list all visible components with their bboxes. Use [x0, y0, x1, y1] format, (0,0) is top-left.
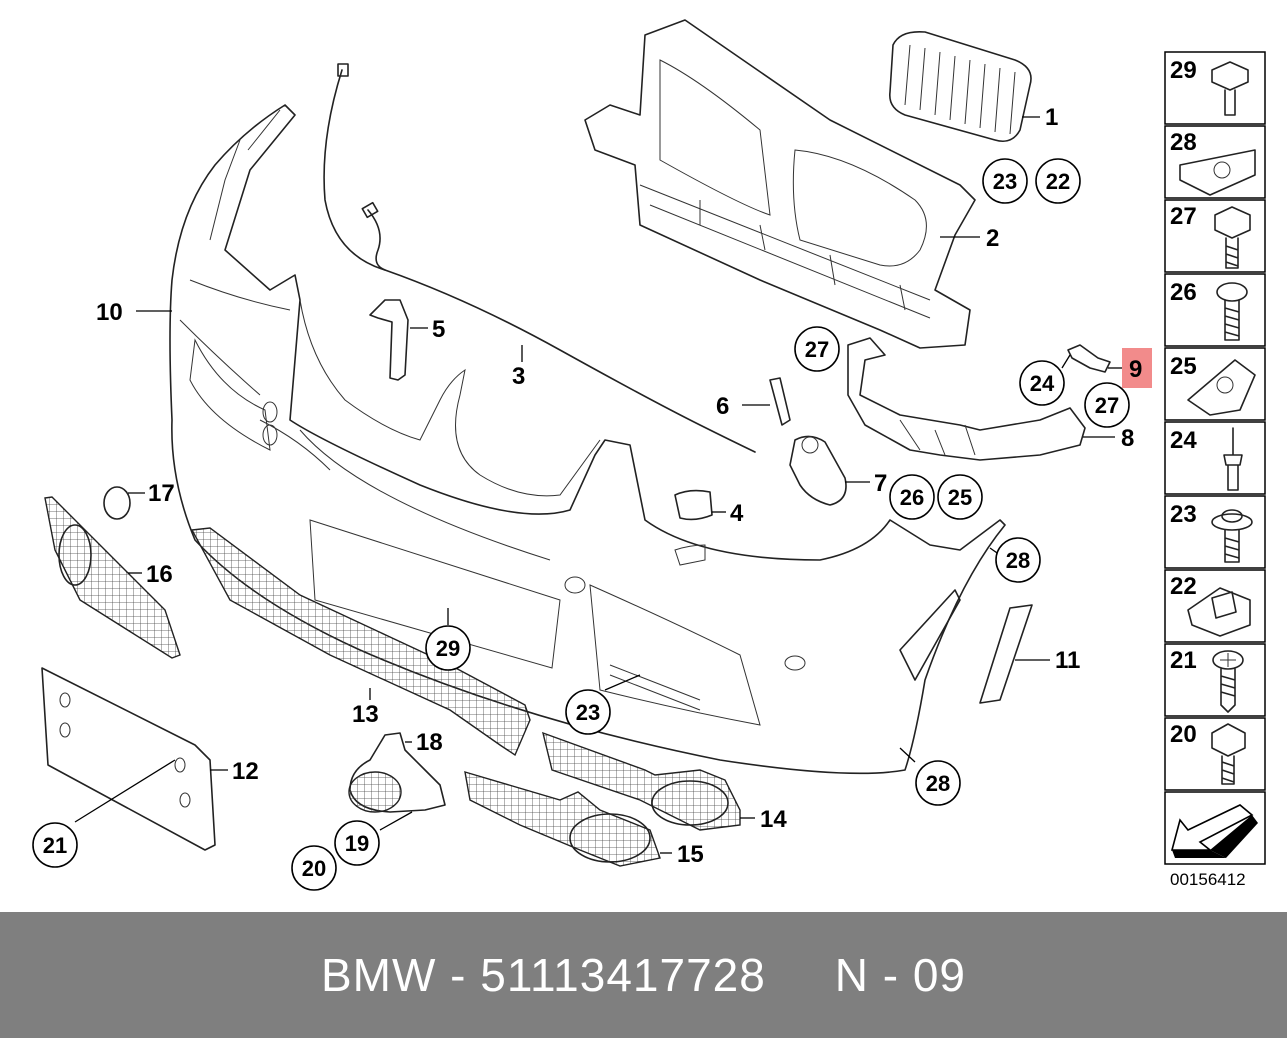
svg-text:26: 26: [900, 485, 924, 510]
fastener-label: 26: [1170, 279, 1197, 306]
hex-screw-icon: [1211, 723, 1246, 785]
part-number-caption: BMW - 51113417728 N - 09: [320, 949, 967, 1001]
fastener-label: 28: [1170, 129, 1197, 156]
fastener-label: 24: [1170, 427, 1197, 454]
circled-callout-29: 29: [425, 625, 471, 671]
circled-callout-22: 22: [1035, 158, 1081, 204]
callout-13: 13: [352, 701, 379, 728]
fastener-label: 20: [1170, 721, 1197, 748]
callout-8: 8: [1121, 425, 1134, 452]
svg-text:21: 21: [43, 833, 67, 858]
callout-18: 18: [416, 729, 443, 756]
callout-9: 9: [1129, 356, 1142, 383]
svg-text:23: 23: [576, 700, 600, 725]
spring-nut-icon: [1187, 359, 1256, 416]
callout-15: 15: [677, 841, 704, 868]
callout-4: 4: [730, 500, 744, 527]
circled-callout-24: 24: [1019, 360, 1065, 406]
svg-text:27: 27: [1095, 393, 1119, 418]
svg-text:27: 27: [805, 337, 829, 362]
footer-bar: BMW - 51113417728 N - 09: [0, 912, 1287, 1038]
callout-6: 6: [716, 393, 729, 420]
cover-cap-part: [103, 486, 131, 520]
tow-hook-cover-part: [674, 489, 713, 521]
fastener-label: 21: [1170, 647, 1197, 674]
side-trim-part: [979, 604, 1033, 704]
cage-nut-icon: [1187, 587, 1251, 637]
callout-12: 12: [232, 758, 259, 785]
circled-callout-25: 25: [937, 474, 983, 520]
spring-nut-icon: [1179, 149, 1256, 196]
callout-10: 10: [96, 299, 123, 326]
circled-callout-20: 20: [291, 845, 337, 891]
callout-3: 3: [512, 363, 525, 390]
washer-screw-icon: [1211, 509, 1253, 563]
parts-diagram: 1 2 3 10 5: [32, 19, 1266, 891]
svg-text:23: 23: [993, 169, 1017, 194]
front-carrier-part: [584, 19, 976, 349]
direction-arrow-icon: [1170, 804, 1258, 858]
sensor-holder-part: [789, 435, 847, 506]
fog-light-part: [348, 732, 446, 813]
clip-part: [1067, 344, 1111, 373]
parts-diagram-svg: 1 2 3 10 5: [32, 19, 1266, 891]
circled-callout-19: 19: [334, 820, 380, 866]
svg-text:19: 19: [345, 831, 369, 856]
svg-text:25: 25: [948, 485, 972, 510]
diagram-code: 00156412: [1170, 870, 1246, 889]
fastener-panel: 29 28 27 26 25: [1164, 51, 1266, 865]
circled-callout-21: 21: [32, 822, 78, 868]
circled-callout-26: 26: [889, 474, 935, 520]
hex-flange-screw-icon: [1211, 61, 1249, 116]
fastener-label: 25: [1170, 353, 1197, 380]
svg-text:29: 29: [436, 636, 460, 661]
circled-callout-27-left: 27: [794, 326, 840, 372]
svg-text:20: 20: [302, 856, 326, 881]
fastener-label: 23: [1170, 501, 1197, 528]
callout-17: 17: [148, 480, 175, 507]
side-grille-part: [44, 496, 181, 659]
self-tapping-screw-icon: [1212, 650, 1244, 713]
left-fog-grille-part: [464, 771, 661, 867]
bumper-bracket-part: [369, 299, 409, 381]
callout-7: 7: [874, 470, 887, 497]
side-support-part: [847, 337, 1086, 461]
callout-2: 2: [986, 225, 999, 252]
hex-bolt-icon: [1214, 206, 1251, 269]
highlight-box: [1122, 348, 1152, 388]
callout-14: 14: [760, 806, 787, 833]
washer-hose-part: [323, 63, 756, 453]
license-plate-base-part: [41, 667, 216, 851]
svg-text:22: 22: [1046, 169, 1070, 194]
circled-callout-27-right: 27: [1084, 382, 1130, 428]
circled-callout-23-top: 23: [982, 158, 1028, 204]
svg-text:28: 28: [1006, 548, 1030, 573]
fastener-label: 29: [1170, 57, 1197, 84]
fastener-label: 22: [1170, 573, 1197, 600]
lower-grille-part: [190, 527, 531, 757]
circled-callout-28-lower: 28: [915, 760, 961, 806]
pan-head-screw-icon: [1216, 282, 1248, 341]
svg-text:28: 28: [926, 771, 950, 796]
fastener-label: 27: [1170, 203, 1197, 230]
callout-5: 5: [432, 316, 445, 343]
plastic-rivet-icon: [1223, 427, 1243, 491]
washer-jet-part: [769, 377, 791, 426]
kidney-grille-part: [888, 30, 1032, 143]
callout-1: 1: [1045, 104, 1058, 131]
circled-callout-23-bumper: 23: [565, 689, 611, 735]
callout-16: 16: [146, 561, 173, 588]
callout-11: 11: [1055, 647, 1080, 674]
circled-callout-28-upper: 28: [995, 537, 1041, 583]
bumper-cover-part: [169, 104, 1006, 775]
svg-text:24: 24: [1030, 371, 1055, 396]
